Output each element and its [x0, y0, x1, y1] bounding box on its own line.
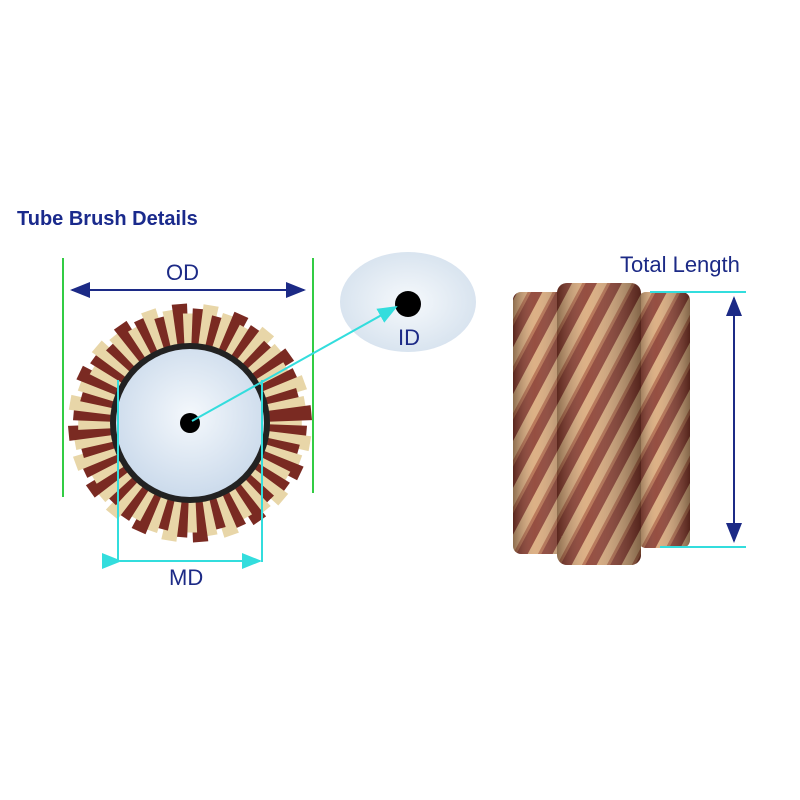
bristle-tuft	[131, 489, 163, 535]
bristle-tuft	[224, 324, 252, 360]
bristle-tuft	[267, 405, 312, 422]
brush-wheel-bristles	[68, 303, 312, 543]
bristle-tuft	[73, 444, 119, 471]
bristle-tuft	[128, 324, 156, 360]
md-label: MD	[169, 565, 204, 590]
bristle-tuft	[109, 330, 145, 368]
bristle-tuft	[235, 326, 275, 368]
diagram-title: Tube Brush Details	[17, 208, 198, 230]
bristle-tuft	[161, 497, 182, 542]
bristle-tuft	[241, 473, 274, 506]
bristle-tuft	[217, 489, 246, 530]
id-detail-bore	[395, 291, 421, 317]
bristle-tuft	[95, 467, 134, 503]
bristle-tuft	[90, 351, 130, 384]
bristle-tuft	[113, 320, 150, 364]
bristle-tuft	[91, 340, 134, 379]
bristle-tuft	[128, 486, 156, 522]
bristle-tuft	[105, 478, 145, 520]
bristle-tuft	[68, 394, 115, 415]
roll-back-right	[638, 292, 690, 548]
bristle-tuft	[258, 450, 304, 481]
bristle-tuft	[217, 311, 249, 357]
tube-brush-rolls	[513, 283, 690, 565]
bristle-tuft	[117, 482, 150, 521]
bristle-tuft	[261, 375, 307, 402]
bristle-tuft	[265, 431, 312, 452]
roll-front	[557, 283, 641, 565]
bristle-tuft	[230, 325, 263, 364]
id-pointer-arrow	[191, 306, 398, 422]
bristle-tuft	[258, 368, 299, 396]
id-label: ID	[398, 325, 420, 350]
brush-wheel-bore	[180, 413, 200, 433]
bristle-tuft	[250, 348, 295, 384]
bristle-tuft	[106, 340, 139, 373]
bristle-tuft	[89, 362, 126, 390]
bristle-tuft	[246, 467, 289, 506]
bristle-tuft	[241, 340, 274, 373]
bristle-tuft	[106, 473, 139, 506]
total-length-label: Total Length	[620, 252, 740, 277]
bristle-tuft	[211, 492, 239, 538]
bristle-tuft	[246, 343, 285, 379]
bristle-tuft	[254, 456, 291, 484]
bristle-tuft	[250, 462, 290, 495]
bristle-tuft	[134, 316, 163, 357]
bristle-tuft	[230, 482, 267, 526]
bristle-tuft	[76, 365, 122, 396]
bristle-tuft	[198, 304, 219, 349]
bristle-tuft	[81, 450, 122, 478]
bristle-tuft	[224, 486, 252, 522]
bristle-tuft	[89, 456, 126, 484]
bristle-tuft	[141, 308, 169, 354]
od-label: OD	[166, 260, 199, 285]
